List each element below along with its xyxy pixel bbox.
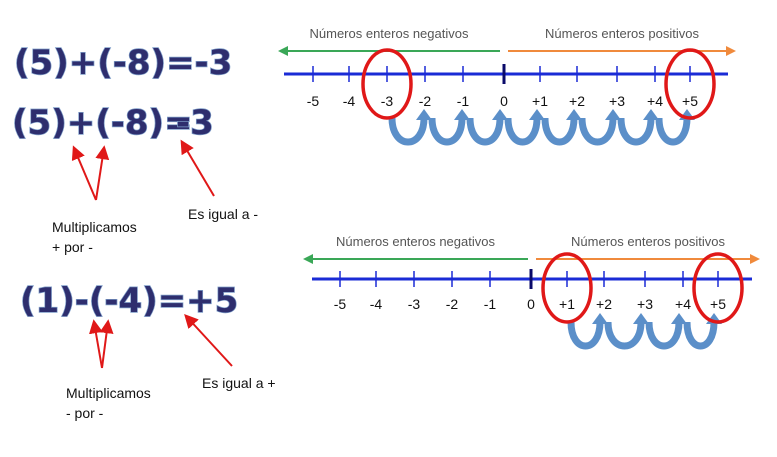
- tick-label: -1: [457, 93, 470, 109]
- highlight-circle: [664, 48, 716, 120]
- hop-arrowhead-icon: [416, 109, 432, 120]
- hop-arrowhead-icon: [643, 109, 659, 120]
- tick-label: -2: [419, 93, 432, 109]
- hop-arrow: [604, 321, 645, 350]
- arrow-to-plus-sign: [71, 145, 97, 201]
- hop-arrow: [567, 321, 604, 350]
- hop-arrowhead-icon: [605, 109, 621, 120]
- note-es-igual-minus: Es igual a -: [188, 206, 258, 222]
- hop-arrowhead-icon: [592, 313, 608, 324]
- hop-arrow: [578, 117, 617, 146]
- hop-arrow: [466, 117, 504, 146]
- equation-2-result: -3: [176, 103, 214, 143]
- equation-2-left: (5)+(-8)=: [12, 103, 193, 143]
- positive-arrow-icon: [750, 254, 760, 264]
- tick-label: +2: [596, 296, 612, 312]
- tick-label: -3: [408, 296, 421, 312]
- tick-label: +1: [559, 296, 575, 312]
- tick-label: -4: [343, 93, 356, 109]
- arrow-to-minus-sign: [95, 145, 110, 201]
- tick-label: +4: [675, 296, 691, 312]
- hop-arrow: [428, 117, 466, 146]
- positive-arrow-icon: [726, 46, 736, 56]
- arrow-to-result: [180, 139, 215, 197]
- note-multiplicamos-2: Multiplicamos: [66, 385, 151, 401]
- equation-1: (5)+(-8)=-3: [14, 43, 232, 83]
- hop-arrowhead-icon: [671, 313, 687, 324]
- highlight-circle: [692, 252, 744, 324]
- tick-label: -4: [370, 296, 383, 312]
- pointer-arrows-top: [71, 139, 215, 201]
- tick-label: +5: [710, 296, 726, 312]
- tick-label: +1: [532, 93, 548, 109]
- tick-label: +4: [647, 93, 663, 109]
- number-line-top: Números enteros negativos Números enteros…: [278, 26, 736, 146]
- note-minus-por-minus: - por -: [66, 405, 104, 421]
- hop-arrowhead-icon: [566, 109, 582, 120]
- note-plus-por-minus: + por -: [52, 239, 93, 255]
- tick-label: +3: [609, 93, 625, 109]
- tick-label: 0: [527, 296, 535, 312]
- tick-label: -3: [381, 93, 394, 109]
- tick-label: -1: [484, 296, 497, 312]
- negative-integers-label: Números enteros negativos: [310, 26, 469, 41]
- tick-label: 0: [500, 93, 508, 109]
- highlight-circle: [541, 252, 593, 324]
- tick-label: -2: [446, 296, 459, 312]
- hop-arrow: [617, 117, 655, 146]
- hop-arrow: [655, 117, 691, 146]
- tick-label: -5: [334, 296, 347, 312]
- negative-integers-label: Números enteros negativos: [336, 234, 495, 249]
- hop-arrow: [504, 117, 541, 146]
- number-line-bottom: Números enteros negativos Números enteros…: [303, 234, 760, 350]
- hop-arrow: [645, 321, 683, 350]
- hop-arrow: [541, 117, 578, 146]
- tick-label: -5: [307, 93, 320, 109]
- positive-integers-label: Números enteros positivos: [545, 26, 699, 41]
- equation-3: (1)-(-4)=+5: [20, 281, 238, 321]
- tick-label: +2: [569, 93, 585, 109]
- hop-arrowhead-icon: [633, 313, 649, 324]
- hop-arrowhead-icon: [529, 109, 545, 120]
- negative-arrow-icon: [278, 46, 288, 56]
- hop-arrow: [388, 117, 428, 146]
- hop-arrow: [683, 321, 718, 350]
- tick-label: +5: [682, 93, 698, 109]
- hop-arrowhead-icon: [454, 109, 470, 120]
- hop-arrowhead-icon: [492, 109, 508, 120]
- pointer-arrows-bottom: [89, 313, 233, 369]
- negative-arrow-icon: [303, 254, 313, 264]
- arrow-to-minus-sign-1: [89, 319, 103, 369]
- arrow-to-minus-sign-2: [99, 319, 114, 369]
- note-multiplicamos-1: Multiplicamos: [52, 219, 137, 235]
- note-es-igual-plus: Es igual a +: [202, 375, 276, 391]
- arrow-to-result-2: [184, 313, 233, 367]
- tick-label: +3: [637, 296, 653, 312]
- highlight-circle: [361, 48, 413, 120]
- positive-integers-label: Números enteros positivos: [571, 234, 725, 249]
